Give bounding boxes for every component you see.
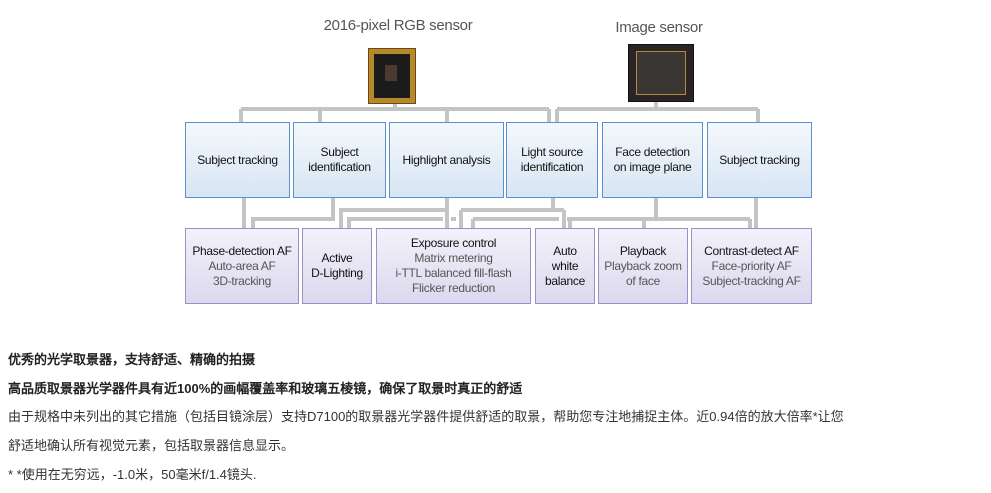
box-sub: Matrix metering	[414, 251, 493, 265]
footnote: * *使用在无穷远，-1.0米，50毫米f/1.4镜头.	[8, 467, 257, 482]
box-sub: Flicker reduction	[412, 281, 495, 295]
box-title: Contrast-detect AF	[704, 243, 799, 258]
box-title: Playback	[619, 243, 667, 258]
box-subject-tracking-rgb: Subject tracking	[185, 122, 290, 198]
box-label: Subject tracking	[719, 152, 800, 167]
paragraph-line-1: 由于规格中未列出的其它措施（包括目镜涂层）支持D7100的取景器光学器件提供舒适…	[8, 409, 844, 424]
box-label: identification	[308, 160, 371, 174]
box-sub: Auto-area AF	[208, 258, 276, 273]
box-sub: i-TTL balanced fill-flash	[395, 266, 512, 280]
box-title: D-Lighting	[311, 266, 363, 280]
image-sensor-title: Image sensor	[615, 19, 703, 36]
box-label: Light source	[521, 145, 583, 159]
box-sub: 3D-tracking	[212, 273, 272, 288]
box-label: Face detection	[615, 145, 690, 159]
box-title: Phase-detection AF	[192, 243, 292, 258]
box-title: balance	[545, 273, 585, 288]
box-label: Subject	[320, 145, 359, 159]
box-highlight-analysis: Highlight analysis	[389, 122, 504, 198]
box-title: Auto	[553, 243, 577, 258]
rgb-sensor-title: 2016-pixel RGB sensor	[323, 17, 473, 34]
box-label: Highlight analysis	[402, 152, 491, 167]
paragraph-line-2: 舒适地确认所有视觉元素，包括取景器信息显示。	[8, 438, 295, 453]
box-label: Subject tracking	[197, 152, 278, 167]
box-title: white	[551, 258, 579, 273]
box-title: Active	[321, 251, 353, 265]
heading-optical-viewfinder: 优秀的光学取景器，支持舒适、精确的拍摄	[8, 352, 256, 367]
box-sub: Subject-tracking AF	[702, 273, 801, 288]
image-sensor-chip-image	[628, 44, 694, 102]
box-subject-tracking-image: Subject tracking	[707, 122, 812, 198]
box-sub: Face-priority AF	[711, 258, 792, 273]
connector-lines	[239, 100, 760, 228]
box-label: identification	[520, 160, 584, 174]
box-label: on image plane	[613, 160, 692, 174]
heading-viewfinder-coverage: 高品质取景器光学器件具有近100%的画幅覆盖率和玻璃五棱镜，确保了取景时真正的舒…	[8, 381, 523, 396]
box-sub: of face	[626, 273, 660, 288]
box-title: Exposure control	[410, 236, 497, 250]
box-sub: Playback zoom	[604, 258, 682, 273]
rgb-sensor-chip-image	[368, 48, 416, 104]
